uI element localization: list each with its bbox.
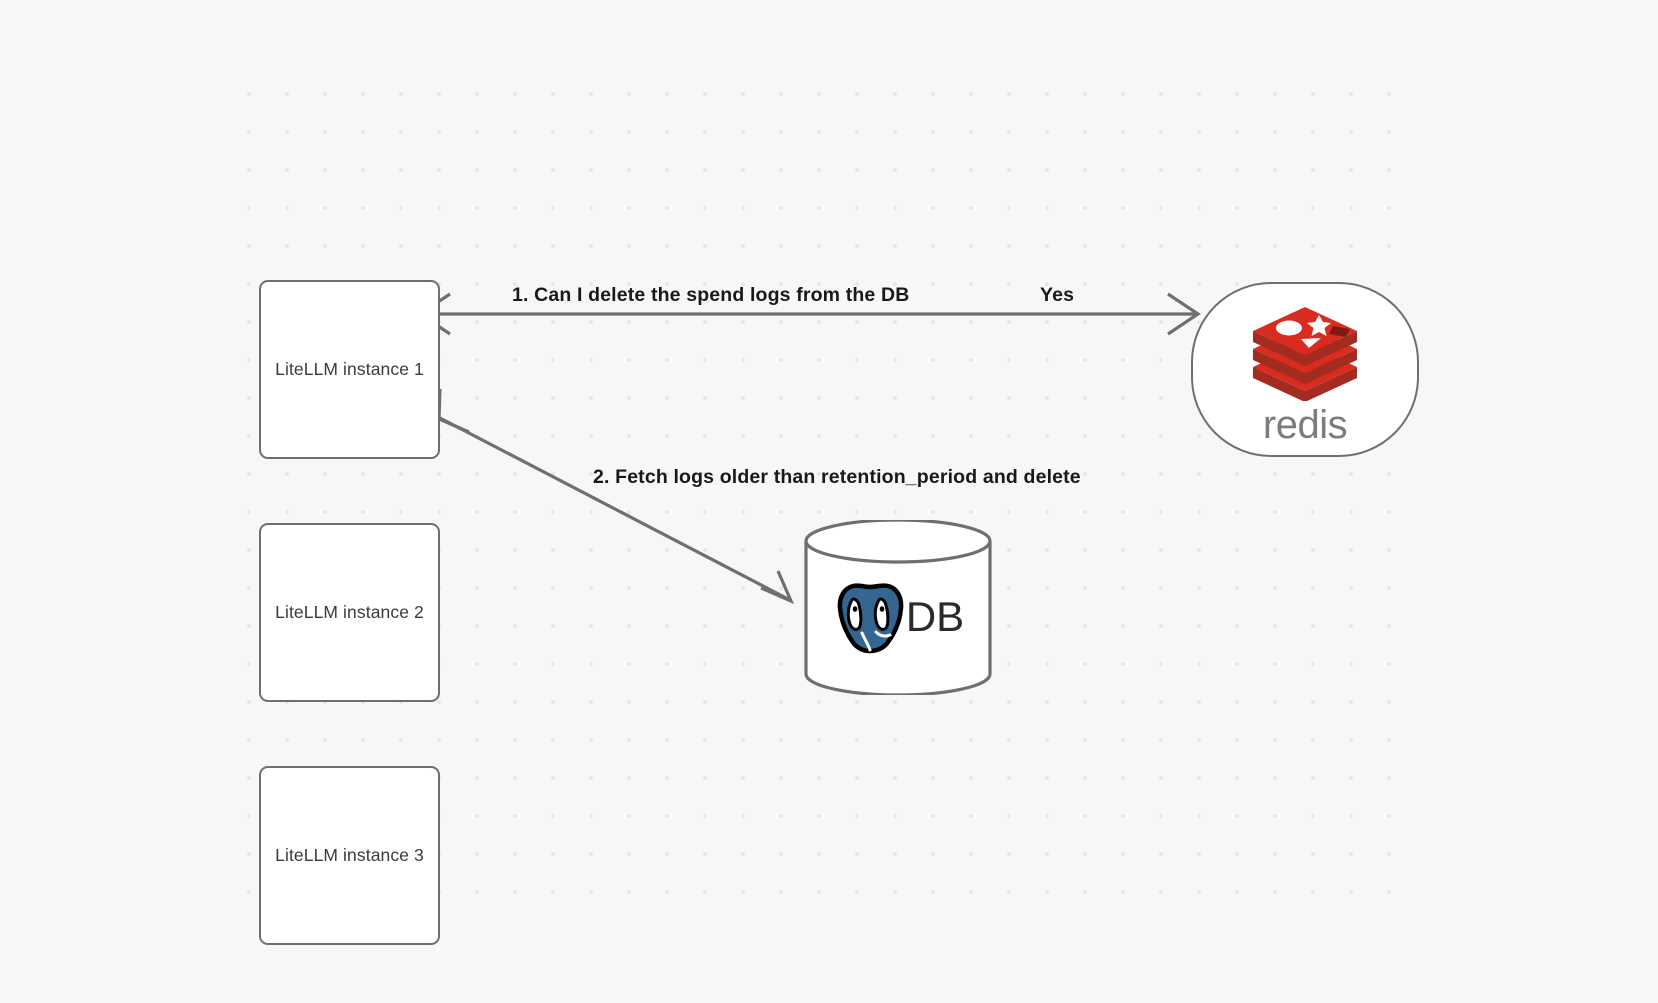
edge-label-1: 1. Can I delete the spend logs from the … — [512, 284, 910, 306]
node-redis[interactable]: redis — [1191, 282, 1419, 457]
node-litellm-instance-2-label: LiteLLM instance 2 — [275, 602, 424, 622]
arrowhead-upleft — [437, 388, 470, 434]
node-database[interactable]: DB — [803, 518, 993, 697]
postgresql-elephant-icon — [837, 583, 904, 654]
database-label: DB — [905, 593, 965, 640]
redis-stack-icon — [1253, 306, 1357, 401]
node-litellm-instance-3[interactable]: LiteLLM instance 3 — [259, 766, 440, 945]
database-logo-row: DB — [803, 572, 993, 662]
node-litellm-instance-1-label: LiteLLM instance 1 — [275, 359, 424, 379]
node-litellm-instance-1[interactable]: LiteLLM instance 1 — [259, 280, 440, 459]
edge-label-2: 2. Fetch logs older than retention_perio… — [593, 466, 1081, 488]
arrowhead-downright — [760, 570, 795, 605]
node-litellm-instance-3-label: LiteLLM instance 3 — [275, 845, 424, 865]
edge-db-litellm1 — [437, 388, 795, 605]
redis-wordmark: redis — [1262, 402, 1348, 447]
redis-logo: redis — [1193, 284, 1417, 455]
node-litellm-instance-2[interactable]: LiteLLM instance 2 — [259, 523, 440, 702]
edge-label-1-reply: Yes — [1040, 284, 1075, 306]
